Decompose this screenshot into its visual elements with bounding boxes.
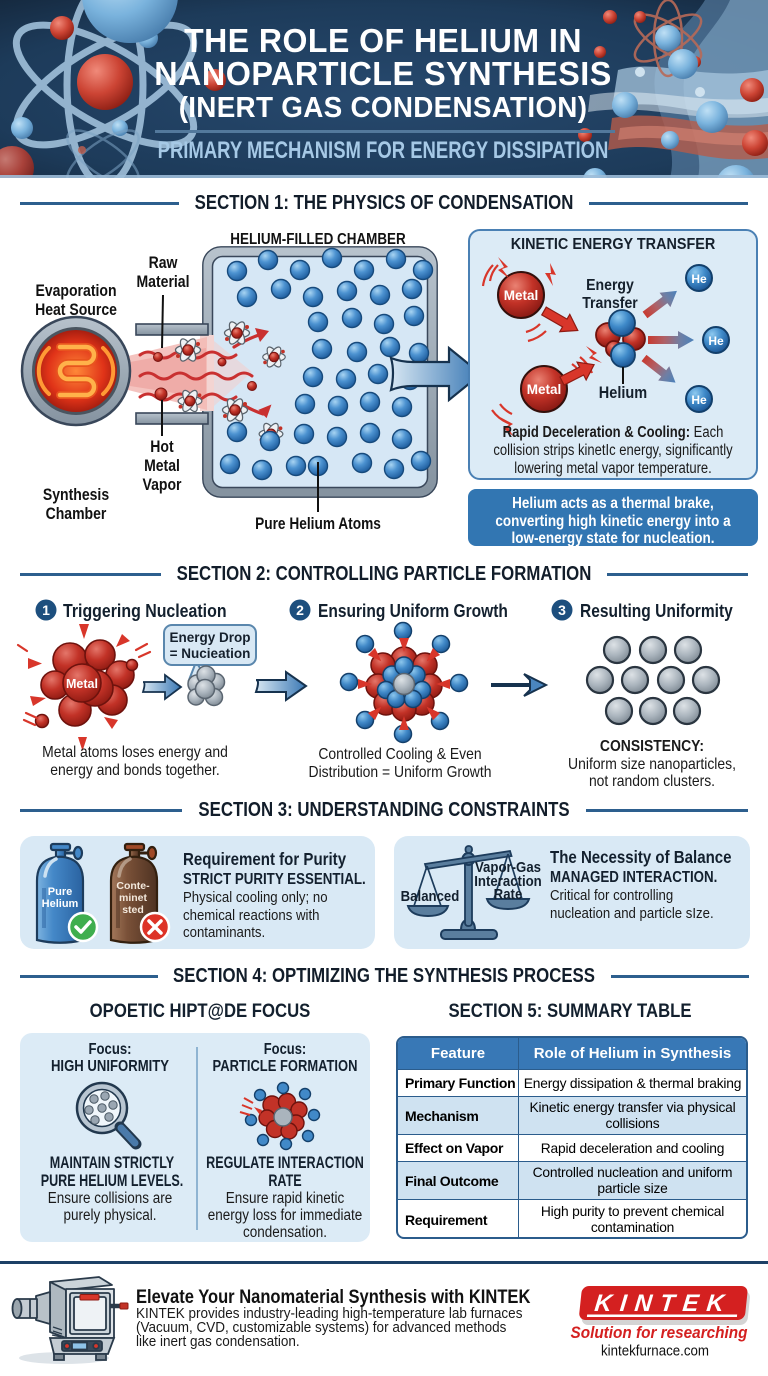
svg-text:KINTEK: KINTEK <box>593 1290 733 1317</box>
svg-text:Energy Drop: Energy Drop <box>169 630 250 645</box>
svg-text:sted: sted <box>122 904 144 916</box>
svg-text:Metal: Metal <box>504 288 539 303</box>
svg-text:Helium: Helium <box>42 898 79 910</box>
svg-text:3: 3 <box>558 602 566 618</box>
svg-text:Metal: Metal <box>527 382 562 397</box>
svg-text:Conte-: Conte- <box>116 880 150 892</box>
svg-text:Solution for researching: Solution for researching <box>571 1323 749 1342</box>
svg-text:1: 1 <box>42 602 50 618</box>
svg-text:He: He <box>691 393 707 407</box>
svg-text:kintekfurnace.com: kintekfurnace.com <box>601 1343 709 1360</box>
svg-text:Pure: Pure <box>48 886 72 898</box>
svg-text:= Nucieation: = Nucieation <box>170 646 251 661</box>
svg-text:He: He <box>708 334 724 348</box>
svg-text:minet: minet <box>119 892 148 904</box>
svg-text:Metal: Metal <box>66 677 98 691</box>
svg-text:2: 2 <box>296 602 304 618</box>
svg-text:He: He <box>691 272 707 286</box>
